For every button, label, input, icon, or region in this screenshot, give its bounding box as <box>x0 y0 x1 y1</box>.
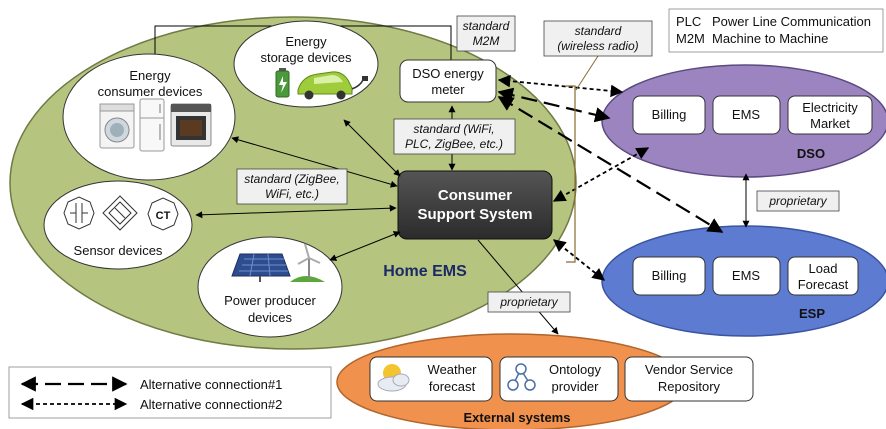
abbrev-legend: PLC Power Line Communication M2M Machine… <box>668 8 884 53</box>
esp-billing-box <box>632 256 706 296</box>
ontology-label-1: Ontology <box>549 362 602 377</box>
washing-machine-icon <box>99 103 135 149</box>
link-css-consumer <box>231 136 398 188</box>
m2m-line-2: M2M <box>473 34 500 48</box>
producer-devices-title-2: devices <box>248 310 293 325</box>
abbr-m2m: M2M <box>676 31 705 46</box>
alt2-css-esp <box>553 239 605 281</box>
dso-ems-box <box>712 95 781 135</box>
esp-billing-label: Billing <box>652 268 687 283</box>
producer-devices-node <box>197 236 343 338</box>
weather-label-1: Weather <box>428 362 478 377</box>
ct-label: CT <box>156 210 171 222</box>
esp-forecast-label-1: Load <box>809 261 838 276</box>
esp-title: ESP <box>799 306 825 321</box>
dso-market-label-2: Market <box>810 116 850 131</box>
wireless-line-1: standard <box>575 24 622 38</box>
battery-icon <box>275 68 290 98</box>
storage-devices-title-2: storage devices <box>260 50 352 65</box>
css-box <box>397 170 553 240</box>
weather-label-2: forecast <box>429 379 476 394</box>
sensor-diamond-icon <box>102 195 138 231</box>
dso-meter-title-1: DSO energy <box>412 66 484 81</box>
esp-forecast-label-2: Forecast <box>798 277 849 292</box>
alt2-css-dso <box>552 147 650 202</box>
m2m-line-1: standard <box>463 19 510 33</box>
css-title-1: Consumer <box>438 187 512 204</box>
oven-icon <box>170 103 212 147</box>
label-proprietary-dso-esp: proprietary <box>756 190 840 212</box>
sensor-octagon-icon <box>63 196 95 230</box>
sensor-icons: CT <box>63 195 179 231</box>
dso-ems-label: EMS <box>732 107 761 122</box>
vendor-box <box>624 356 754 402</box>
label-proprietary-ext: proprietary <box>487 291 571 313</box>
esp-forecast-box <box>787 256 859 296</box>
abbr-plc: PLC <box>676 14 701 29</box>
home-ems-title: Home EMS <box>383 263 467 280</box>
label-zigbee: standard (ZigBee, WiFi, etc.) <box>236 168 348 205</box>
connection-legend: Alternative connection#1 Alternative con… <box>8 366 332 419</box>
fridge-icon <box>139 98 165 152</box>
dso-billing-label: Billing <box>652 107 687 122</box>
storage-devices-title-1: Energy <box>285 34 327 49</box>
ct-sensor-icon: CT <box>147 197 179 231</box>
svg-text:proprietary: proprietary <box>768 194 827 208</box>
legend-alt1-label: Alternative connection#1 <box>140 377 282 392</box>
dso-market-label-1: Electricity <box>802 100 858 115</box>
abbr-m2m-full: Machine to Machine <box>712 31 828 46</box>
legend-alt2-label: Alternative connection#2 <box>140 397 282 412</box>
dso-meter-box <box>399 59 497 103</box>
dso-title: DSO <box>797 146 825 161</box>
consumer-devices-title-2: consumer devices <box>98 84 203 99</box>
electric-car-icon <box>297 71 368 100</box>
wireless-leader <box>575 55 599 91</box>
wireless-line-2: (wireless radio) <box>557 39 638 53</box>
abbr-plc-full: Power Line Communication <box>712 14 871 29</box>
zigbee-line-2: WiFi, etc.) <box>265 187 319 201</box>
dso-meter-title-2: meter <box>431 82 465 97</box>
wind-turbine-icon <box>290 243 325 282</box>
vendor-label-2: Repository <box>658 379 721 394</box>
producer-devices-title-1: Power producer <box>224 293 316 308</box>
label-wireless: standard (wireless radio) <box>543 20 653 57</box>
esp-ems-label: EMS <box>732 268 761 283</box>
svg-text:proprietary: proprietary <box>499 295 558 309</box>
link-css-producer <box>329 231 401 261</box>
zigbee-line-1: standard (ZigBee, <box>244 172 339 186</box>
solar-panel-icon <box>231 253 291 282</box>
sensor-devices-title: Sensor devices <box>74 243 163 258</box>
dso-market-box <box>787 95 873 135</box>
esp-ems-box <box>712 256 781 296</box>
wifi-line-1: standard (WiFi, <box>413 122 494 136</box>
vendor-label-1: Vendor Service <box>645 362 733 377</box>
ontology-label-2: provider <box>552 379 600 394</box>
css-title-2: Support System <box>417 206 532 223</box>
wireless-bracket <box>566 85 576 263</box>
weather-icon <box>377 364 410 392</box>
external-title: External systems <box>464 410 571 425</box>
link-css-external <box>477 239 559 335</box>
consumer-devices-title-1: Energy <box>129 68 171 83</box>
ontology-icon <box>507 363 536 391</box>
label-m2m: standard M2M <box>456 15 516 52</box>
label-wifi: standard (WiFi, PLC, ZigBee, etc.) <box>393 118 516 155</box>
wifi-line-2: PLC, ZigBee, etc.) <box>405 137 503 151</box>
dso-billing-box <box>632 95 706 135</box>
link-css-sensor <box>195 204 397 219</box>
